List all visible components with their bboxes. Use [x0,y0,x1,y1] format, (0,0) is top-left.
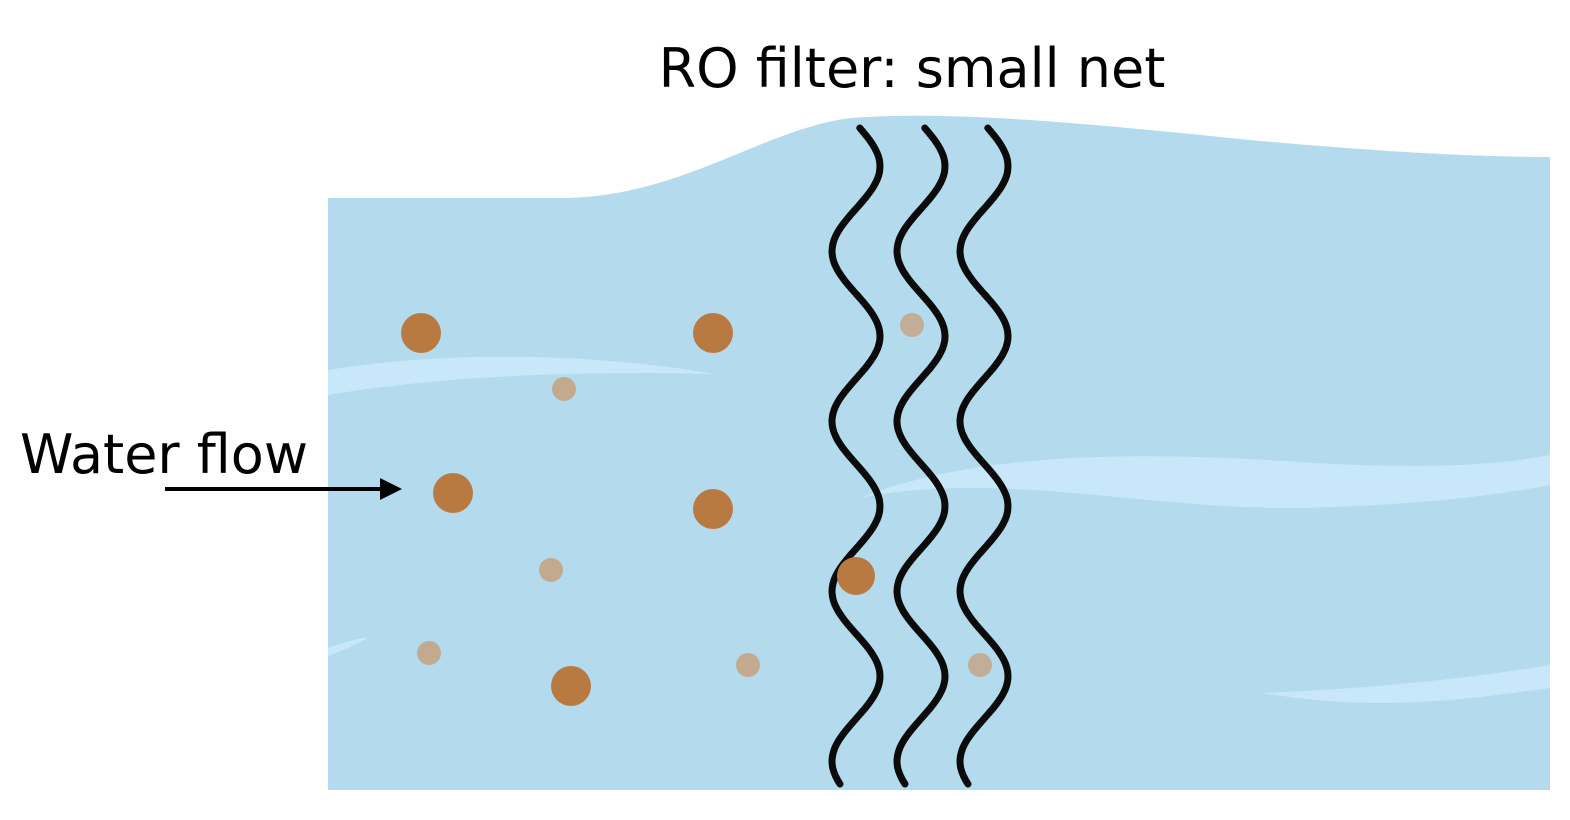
filter-title: RO filter: small net [659,37,1166,100]
large-particle [693,489,733,529]
small-particle [417,641,441,665]
water-body [328,115,1550,790]
small-particle [552,377,576,401]
large-particle [433,473,473,513]
filter-wave-line [828,124,884,788]
water-highlight-lower-right [1262,665,1550,703]
filter-wave-line [893,124,949,788]
small-particle [539,558,563,582]
small-particle-in-filter [900,313,924,337]
water-highlight-upper-left [328,356,715,395]
large-particle [693,313,733,353]
small-particle [736,653,760,677]
small-particle-in-filter [968,653,992,677]
flow-arrow-head [380,478,402,500]
flow-label: Water flow [20,423,308,486]
filter-wave-line [956,124,1012,788]
water-highlight-middle-right [860,455,1550,509]
large-particle [401,313,441,353]
filter-net [828,124,1012,788]
water-highlights [328,356,1550,703]
large-particle [551,666,591,706]
large-particle-trapped [837,557,875,595]
water-highlight-left-small [328,638,368,656]
particles [401,313,992,706]
